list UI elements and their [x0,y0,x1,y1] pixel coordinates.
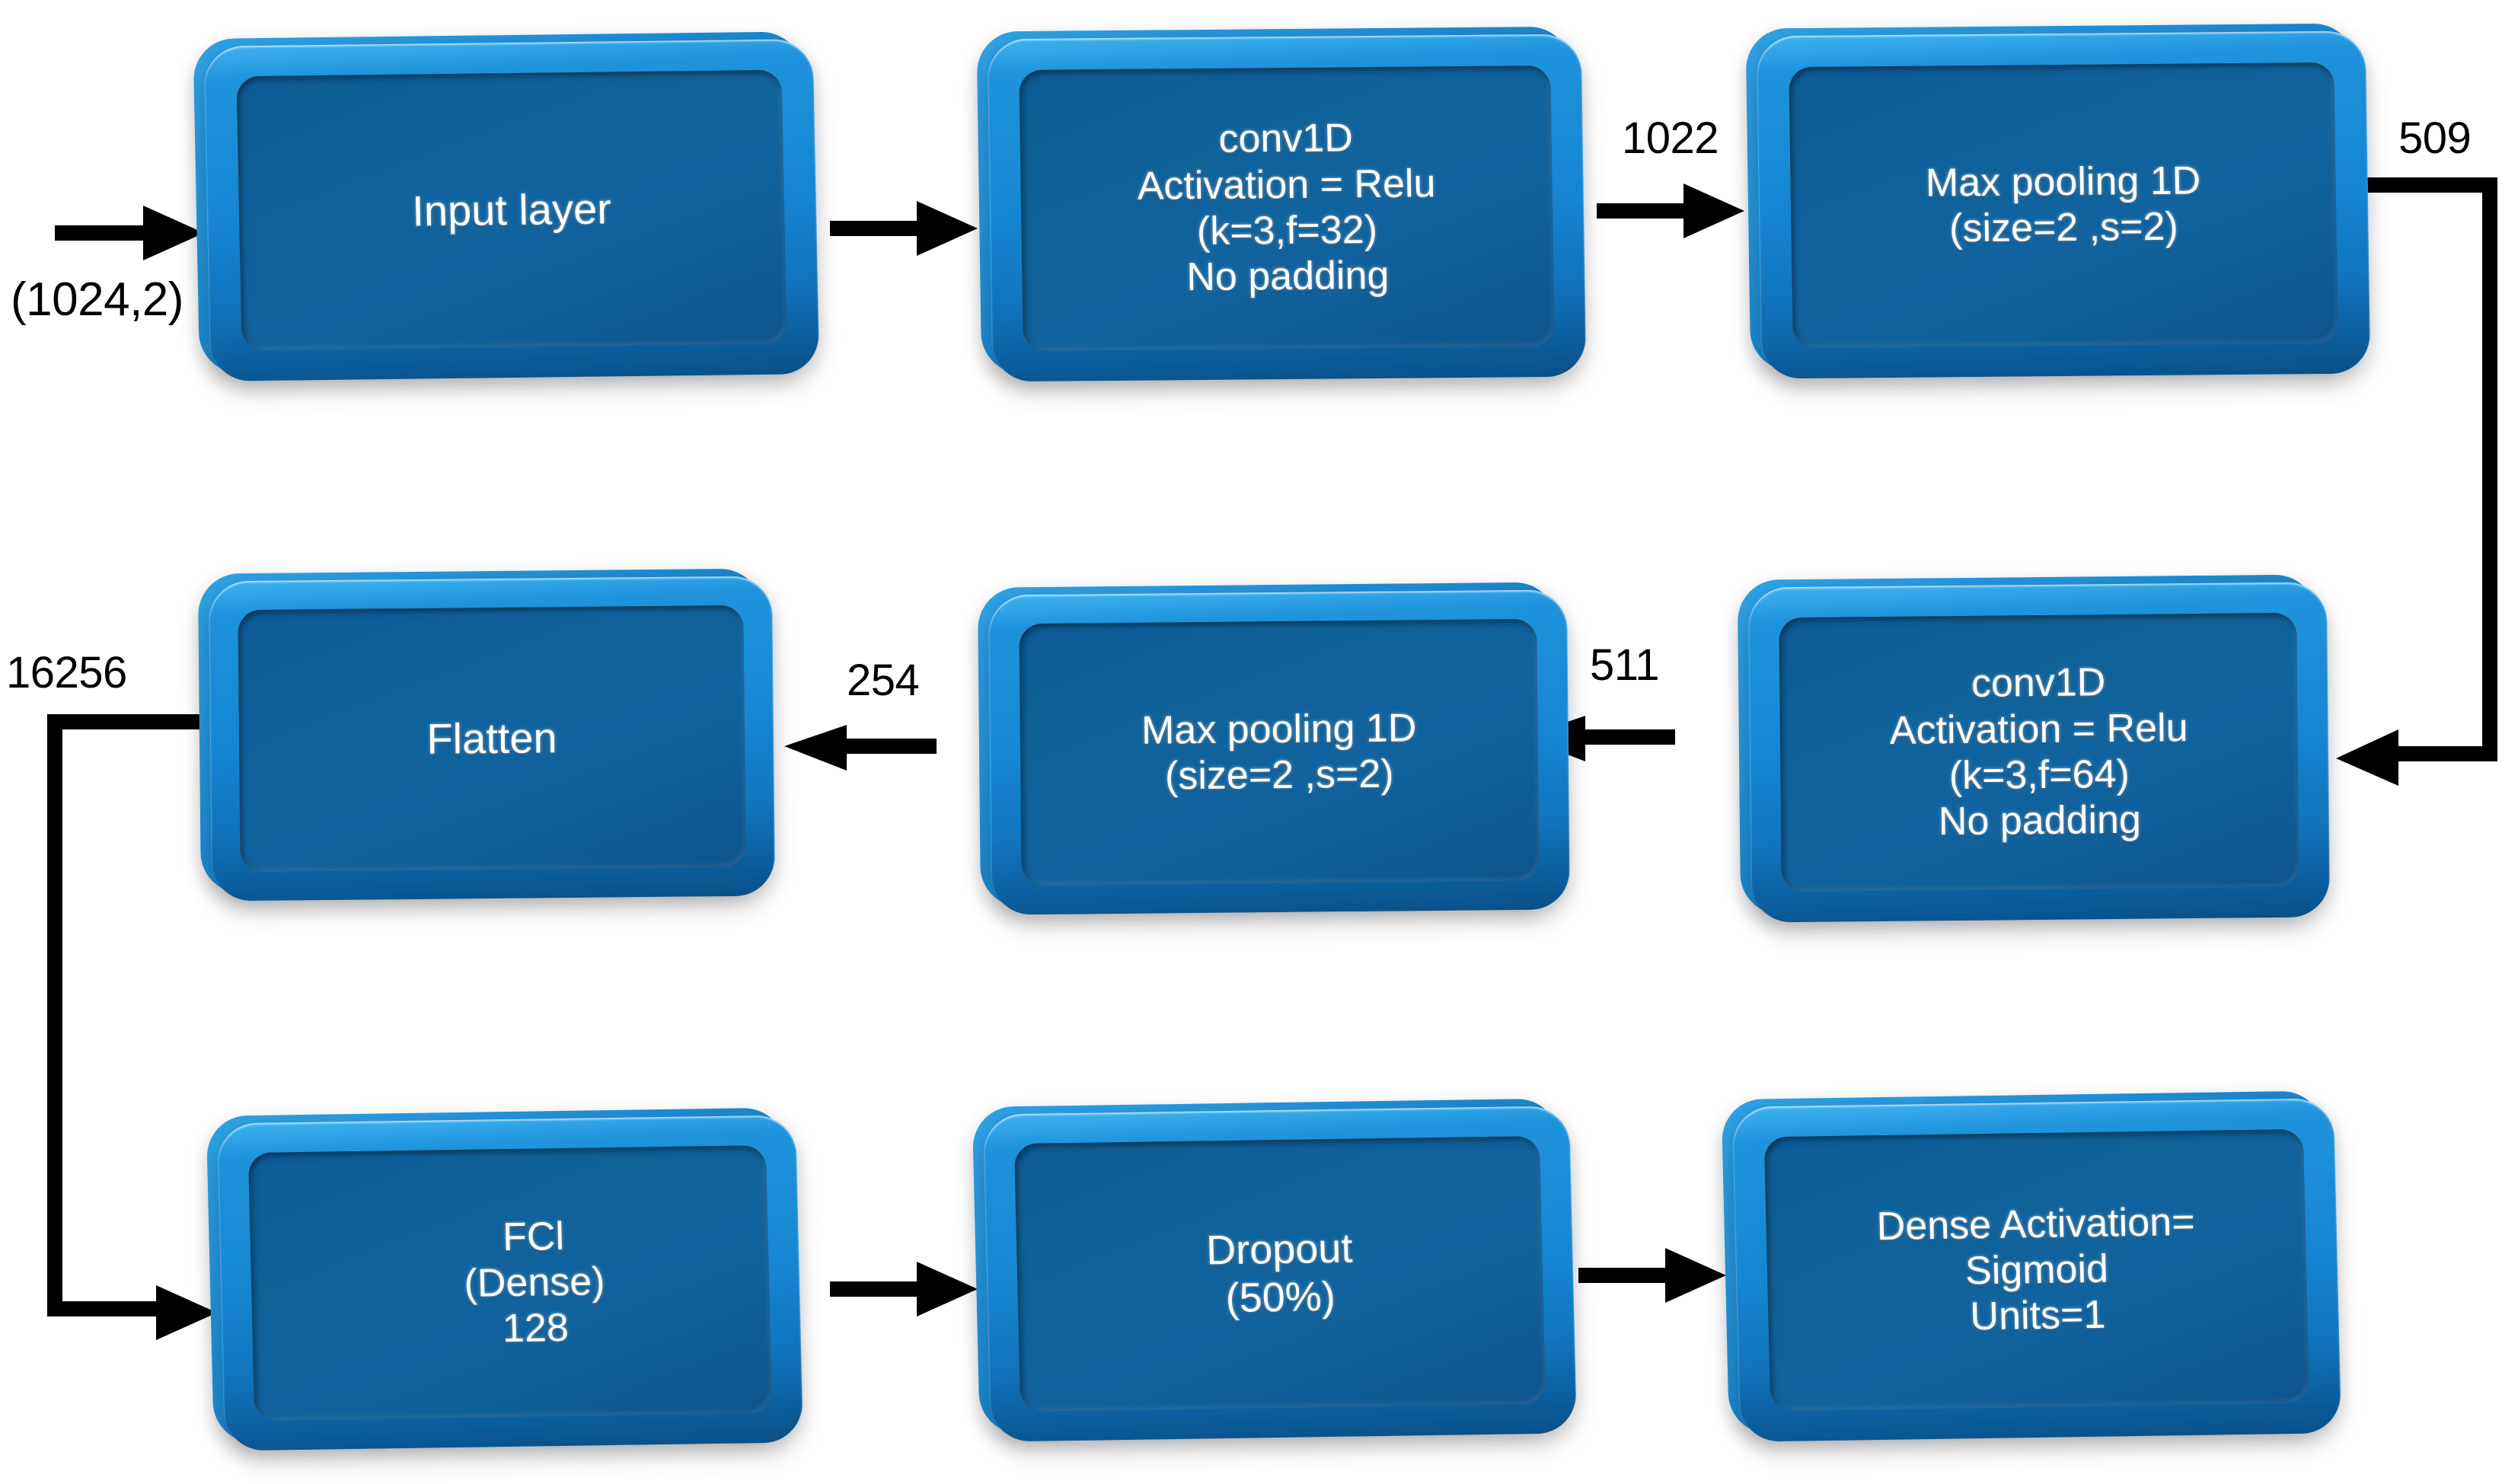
block-conv1d-64[interactable]: conv1D Activation = Relu (k=3,f=64) No p… [1737,574,2331,923]
arrow-fc-dense-128-to-dropout [830,1262,978,1316]
block-input-layer[interactable]: Input layer [193,31,820,381]
arrow-flatten-to-fc-dense-128 [47,714,217,1340]
block-rim-flatten: Flatten [209,576,775,902]
block-face-flatten: Flatten [238,605,746,873]
arrow-maxpool-2-to-flatten [784,725,937,771]
edge-label-conv1-to-pool1: 1022 [1622,113,1719,163]
block-flatten[interactable]: Flatten [197,568,775,902]
block-dropout[interactable]: Dropout (50%) [972,1098,1578,1442]
arrow-start-to-input-layer [55,206,204,260]
block-face-input-layer: Input layer [235,69,788,351]
block-face-maxpool-2: Max pooling 1D (size=2 ,s=2) [1018,618,1540,886]
edge-label-flatten-to-fc: 16256 [6,648,127,697]
block-rim-input-layer: Input layer [203,39,820,381]
block-rim-dense-sigmoid: Dense Activation= Sigmoid Units=1 [1731,1098,2342,1442]
block-label-dense-sigmoid: Dense Activation= Sigmoid Units=1 [1876,1199,2196,1339]
edge-label-conv2-to-pool2: 511 [1590,640,1659,690]
block-face-dense-sigmoid: Dense Activation= Sigmoid Units=1 [1763,1128,2310,1412]
block-fc-dense-128[interactable]: FCl (Dense) 128 [206,1107,804,1451]
block-face-maxpool-1: Max pooling 1D (size=2 ,s=2) [1788,62,2339,348]
block-rim-fc-dense-128: FCl (Dense) 128 [216,1115,804,1451]
block-label-dropout: Dropout (50%) [1205,1225,1354,1322]
arrow-dropout-to-dense-sigmoid [1578,1248,1726,1303]
edge-label-input-shape: (1024,2) [11,273,184,326]
block-rim-conv1d-64: conv1D Activation = Relu (k=3,f=64) No p… [1747,582,2331,923]
block-rim-maxpool-1: Max pooling 1D (size=2 ,s=2) [1756,30,2371,379]
block-maxpool-1[interactable]: Max pooling 1D (size=2 ,s=2) [1745,23,2371,379]
block-label-maxpool-2: Max pooling 1D (size=2 ,s=2) [1141,705,1417,799]
block-label-conv1d-64: conv1D Activation = Relu (k=3,f=64) No p… [1889,660,2188,844]
block-face-conv1d-64: conv1D Activation = Relu (k=3,f=64) No p… [1778,612,2300,892]
block-rim-conv1d-32: conv1D Activation = Relu (k=3,f=32) No p… [987,34,1587,382]
block-label-conv1d-32: conv1D Activation = Relu (k=3,f=32) No p… [1137,116,1436,300]
arrow-conv1d-32-to-maxpool-1 [1597,184,1744,238]
block-label-input-layer: Input layer [411,184,612,235]
edge-label-pool1-to-conv2: 509 [2398,113,2472,163]
block-face-fc-dense-128: FCl (Dense) 128 [247,1144,773,1422]
block-label-fc-dense-128: FCl (Dense) 128 [463,1214,606,1352]
edge-label-pool2-to-flatten: 254 [847,656,920,705]
arrow-input-layer-to-conv1d-32 [830,201,978,256]
block-rim-maxpool-2: Max pooling 1D (size=2 ,s=2) [988,589,1570,915]
block-face-dropout: Dropout (50%) [1013,1135,1546,1412]
block-label-flatten: Flatten [426,713,557,763]
block-face-conv1d-32: conv1D Activation = Relu (k=3,f=32) No p… [1018,65,1556,351]
block-conv1d-32[interactable]: conv1D Activation = Relu (k=3,f=32) No p… [976,26,1587,382]
block-rim-dropout: Dropout (50%) [982,1106,1578,1442]
block-dense-sigmoid[interactable]: Dense Activation= Sigmoid Units=1 [1721,1090,2342,1442]
block-label-maxpool-1: Max pooling 1D (size=2 ,s=2) [1925,158,2201,251]
block-maxpool-2[interactable]: Max pooling 1D (size=2 ,s=2) [977,582,1570,915]
